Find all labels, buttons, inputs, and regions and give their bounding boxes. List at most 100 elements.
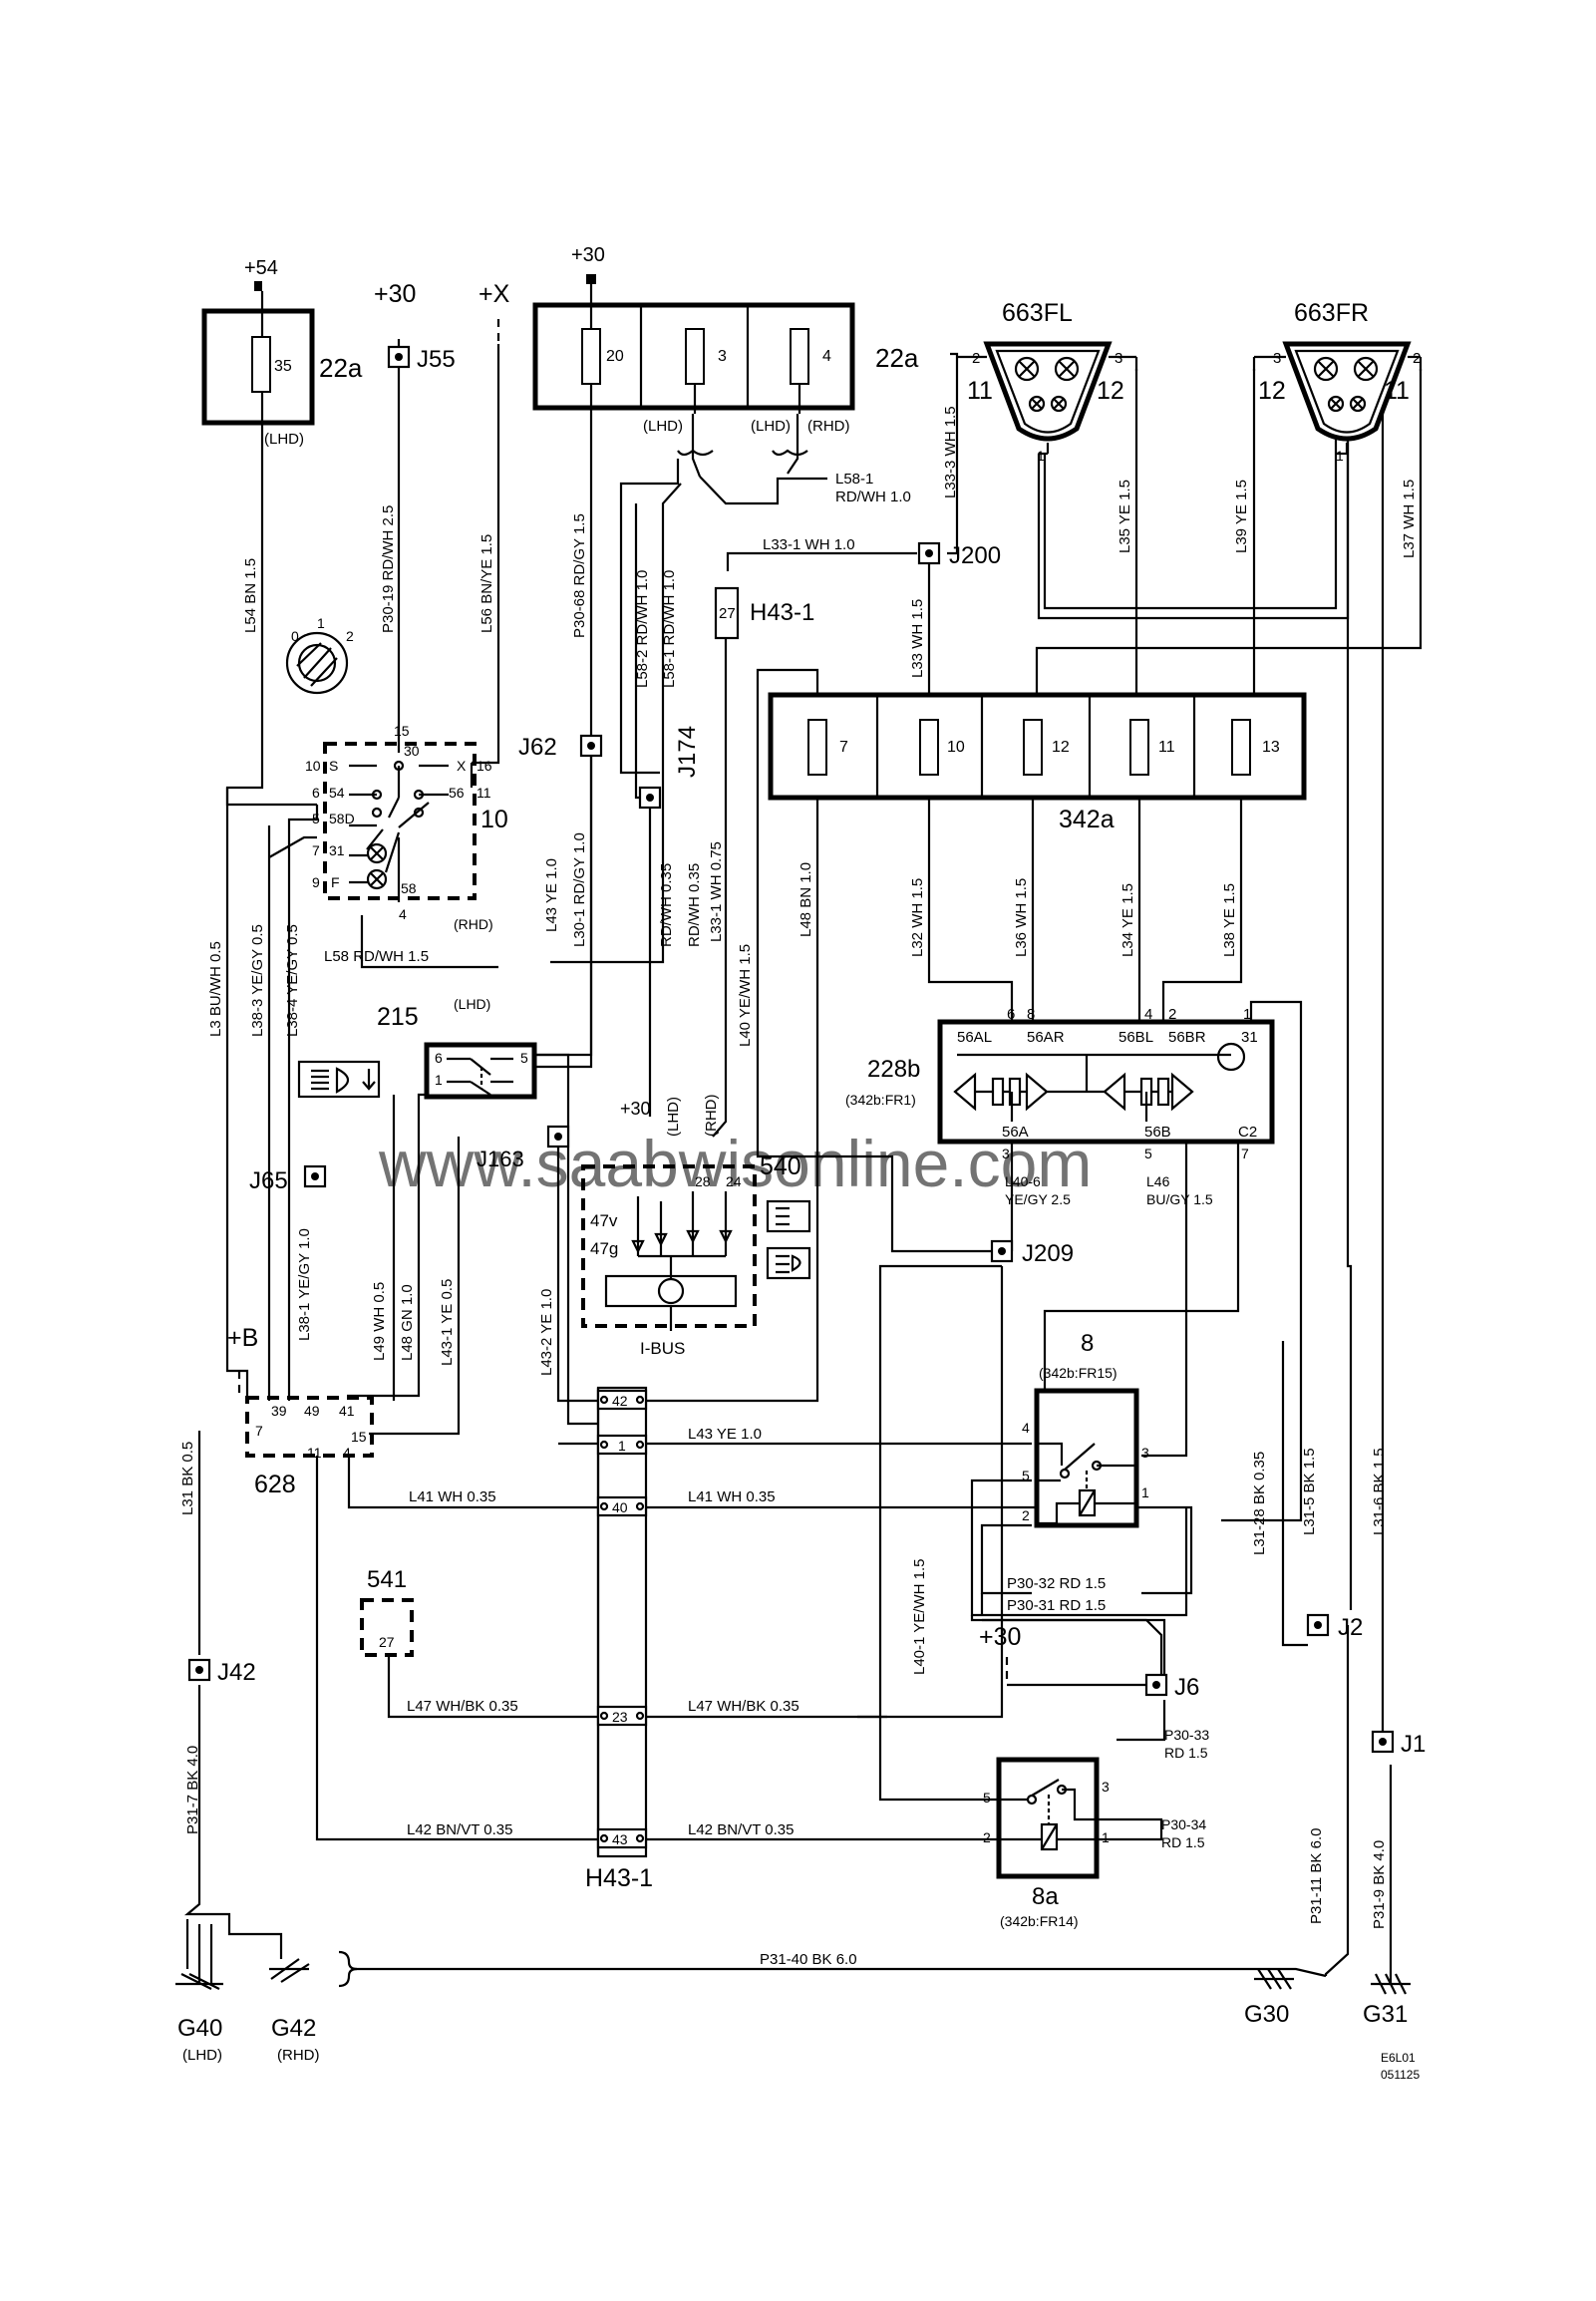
svg-text:6: 6	[435, 1050, 443, 1066]
svg-text:L41 WH 0.35: L41 WH 0.35	[688, 1488, 776, 1505]
svg-text:2: 2	[972, 350, 980, 367]
svg-text:(342b:FR15): (342b:FR15)	[1039, 1365, 1117, 1381]
svg-text:L58-2 RD/WH 1.0: L58-2 RD/WH 1.0	[634, 570, 651, 688]
svg-text:1: 1	[1141, 1484, 1149, 1500]
svg-text:J163: J163	[477, 1147, 524, 1171]
svg-text:56A: 56A	[1002, 1124, 1029, 1141]
svg-text:11: 11	[477, 785, 491, 801]
svg-text:L40-1 YE/WH 1.5: L40-1 YE/WH 1.5	[911, 1559, 928, 1675]
svg-text:J65: J65	[249, 1167, 288, 1194]
svg-text:J174: J174	[674, 726, 701, 778]
svg-text:31: 31	[1241, 1029, 1258, 1046]
svg-text:49: 49	[304, 1403, 320, 1419]
svg-text:7: 7	[1241, 1146, 1249, 1161]
svg-text:(RHD): (RHD)	[277, 2047, 320, 2064]
svg-text:J209: J209	[1022, 1240, 1074, 1267]
svg-text:58D: 58D	[329, 811, 355, 826]
svg-text:L48 GN 1.0: L48 GN 1.0	[399, 1284, 416, 1361]
junction-J209: J209	[990, 1239, 1074, 1267]
svg-text:1: 1	[435, 1072, 443, 1088]
svg-text:G31: G31	[1363, 2001, 1408, 2028]
junction-J163: J163	[477, 1125, 570, 1171]
svg-text:41: 41	[339, 1403, 355, 1419]
svg-text:56: 56	[449, 785, 465, 801]
svg-text:2: 2	[1022, 1507, 1030, 1523]
ground-G40: G40 (LHD)	[175, 1919, 223, 2064]
svg-text:541: 541	[367, 1566, 407, 1593]
svg-text:3: 3	[1002, 1146, 1010, 1161]
svg-text:L46: L46	[1146, 1173, 1170, 1189]
module-628: 7 39 49 41 15 11 4 628	[245, 1396, 374, 1498]
module-215: 215 6 5 1	[377, 1003, 537, 1100]
svg-text:1: 1	[1102, 1829, 1110, 1845]
ground-G31: G31	[1363, 1973, 1411, 2028]
svg-text:L30-1 RD/GY 1.0: L30-1 RD/GY 1.0	[571, 832, 588, 947]
relay-8: 8 (342b:FR15) 4 3 5 2 1	[1022, 1330, 1149, 1528]
svg-text:1: 1	[317, 615, 325, 631]
svg-text:1: 1	[618, 1438, 626, 1454]
fuse-3-note: (LHD)	[643, 418, 683, 435]
supply-30-j6-label: +30	[979, 1623, 1021, 1651]
fuse-3	[685, 328, 705, 385]
svg-text:L33-3 WH 1.5: L33-3 WH 1.5	[942, 406, 959, 498]
svg-text:15: 15	[351, 1429, 367, 1445]
supply-30-fuse-label: +30	[571, 244, 605, 266]
junction-J55: J55	[387, 345, 456, 373]
svg-text:30: 30	[404, 743, 420, 759]
svg-text:0: 0	[291, 628, 299, 644]
svg-text:YE/GY 2.5: YE/GY 2.5	[1005, 1191, 1071, 1207]
svg-text:8a: 8a	[1032, 1883, 1059, 1910]
svg-text:L47 WH/BK 0.35: L47 WH/BK 0.35	[688, 1698, 799, 1715]
svg-text:58: 58	[401, 880, 417, 896]
svg-text:L33-1 WH 1.0: L33-1 WH 1.0	[763, 536, 855, 553]
svg-text:47v: 47v	[590, 1211, 618, 1230]
supply-54-label: +54	[244, 257, 278, 279]
svg-text:L40 YE/WH 1.5: L40 YE/WH 1.5	[737, 944, 754, 1047]
svg-text:L43 YE 1.0: L43 YE 1.0	[688, 1426, 762, 1443]
svg-text:(342b:FR1): (342b:FR1)	[845, 1092, 916, 1108]
svg-text:L43-2 YE 1.0: L43-2 YE 1.0	[538, 1289, 555, 1376]
svg-text:J6: J6	[1174, 1674, 1199, 1701]
svg-text:L38 YE 1.5: L38 YE 1.5	[1221, 883, 1238, 957]
svg-text:RD/WH 0.35: RD/WH 0.35	[686, 863, 703, 947]
svg-text:L38-4 YE/GY 0.5: L38-4 YE/GY 0.5	[284, 924, 301, 1037]
svg-text:9: 9	[312, 874, 320, 890]
fuse-4-label: 4	[822, 348, 831, 365]
svg-text:2: 2	[983, 1829, 991, 1845]
svg-text:L48 BN 1.0: L48 BN 1.0	[798, 862, 814, 937]
svg-text:342a: 342a	[1059, 806, 1115, 833]
svg-text:L49 WH 0.5: L49 WH 0.5	[371, 1282, 388, 1361]
svg-text:12: 12	[1052, 739, 1070, 756]
svg-text:X: X	[457, 758, 467, 774]
svg-text:56BL: 56BL	[1118, 1029, 1153, 1046]
svg-text:40: 40	[612, 1499, 628, 1515]
svg-text:L41 WH 0.35: L41 WH 0.35	[409, 1488, 496, 1505]
svg-text:L31 BK 0.5: L31 BK 0.5	[179, 1442, 196, 1515]
svg-text:6: 6	[1007, 1006, 1015, 1023]
svg-text:628: 628	[254, 1471, 296, 1498]
svg-text:27: 27	[719, 605, 736, 622]
svg-text:2: 2	[1168, 1006, 1176, 1023]
svg-text:13: 13	[1262, 739, 1280, 756]
supply-terminal	[586, 274, 596, 284]
svg-text:L56 BN/YE 1.5: L56 BN/YE 1.5	[479, 534, 495, 633]
fusebox-22a-right-name: 22a	[875, 343, 919, 373]
fuse-35-note: (LHD)	[264, 431, 304, 448]
fuse-4-note-rhd: (RHD)	[807, 418, 850, 435]
ignition-key-icon: 0 1 2	[285, 615, 354, 695]
svg-text:11: 11	[307, 1445, 322, 1461]
svg-text:1: 1	[1037, 448, 1045, 464]
svg-text:L36 WH 1.5: L36 WH 1.5	[1013, 878, 1030, 957]
svg-text:P30-34: P30-34	[1161, 1816, 1206, 1832]
svg-text:56AR: 56AR	[1027, 1029, 1065, 1046]
supply-30-540-label: +30	[620, 1099, 651, 1119]
svg-text:8: 8	[1081, 1330, 1094, 1357]
svg-text:39: 39	[271, 1403, 287, 1419]
svg-text:(RHD): (RHD)	[703, 1095, 720, 1138]
svg-text:J2: J2	[1338, 1614, 1363, 1641]
svg-text:10: 10	[480, 806, 508, 833]
svg-text:5: 5	[312, 811, 320, 826]
junction-J174: J174	[638, 726, 701, 810]
svg-text:P30-19 RD/WH 2.5: P30-19 RD/WH 2.5	[380, 505, 397, 633]
svg-text:(LHD): (LHD)	[454, 996, 490, 1012]
